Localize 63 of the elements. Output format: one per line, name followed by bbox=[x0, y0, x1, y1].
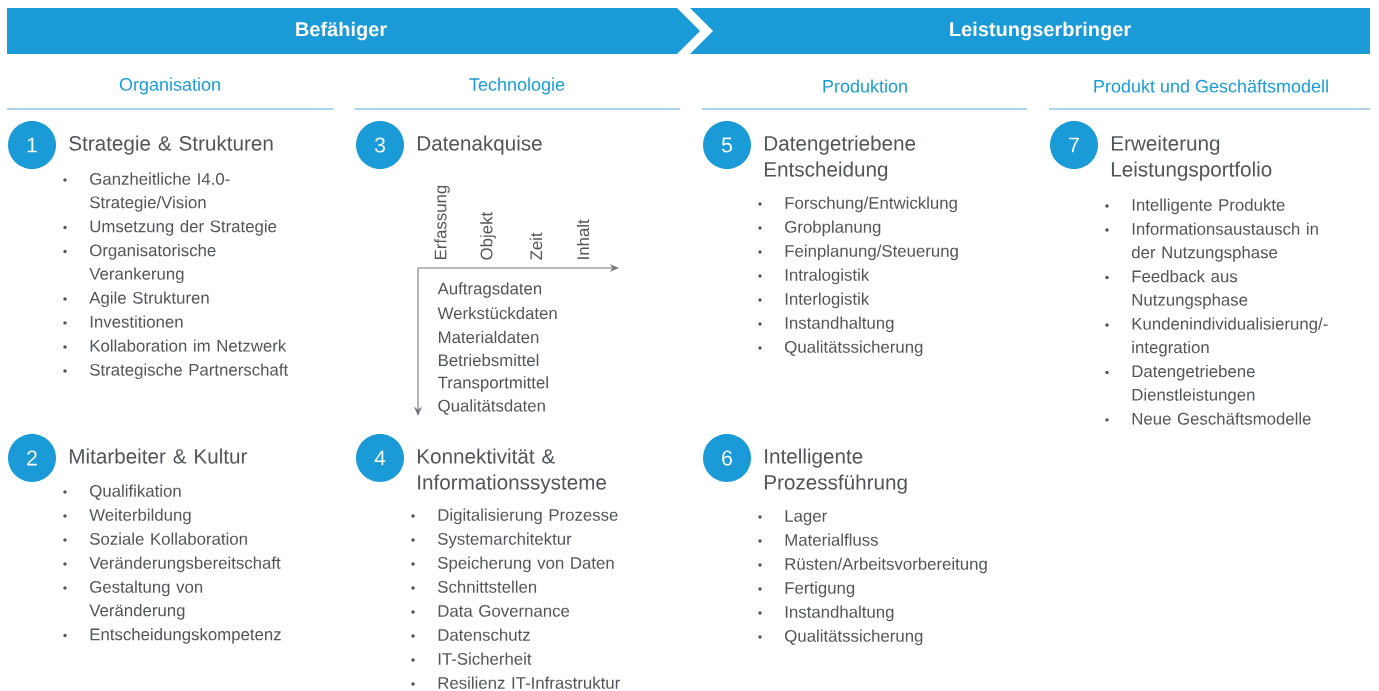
bullet-item: Qualifikation bbox=[63, 484, 181, 500]
bullet-item: Feedback aus Nutzungsphase bbox=[1105, 270, 1248, 310]
bullet-item: Digitalisierung Prozesse bbox=[411, 508, 618, 525]
data-type: Materialdaten bbox=[439, 330, 539, 344]
bullet-item: Umsetzung der Strategie bbox=[63, 220, 277, 236]
bullet-item: Grobplanung bbox=[758, 220, 881, 237]
bullet-item: Intelligente Produkte bbox=[1105, 198, 1285, 215]
bullet-item: Systemarchitektur bbox=[411, 532, 572, 549]
bullet-item: Intralogistik bbox=[758, 268, 870, 285]
column-header: Produktion bbox=[823, 79, 907, 93]
axis-label: Objekt bbox=[480, 212, 496, 260]
bullet-item: Qualitätssicherung bbox=[758, 629, 923, 646]
bullet-item: Entscheidungskompetenz bbox=[63, 628, 281, 644]
chevron-banner: Leistungserbringer bbox=[690, 8, 1370, 54]
bullet-item: Investitionen bbox=[63, 315, 183, 328]
bullet-item: Strategische Partnerschaft bbox=[63, 363, 288, 380]
bullet-item: Materialfluss bbox=[758, 533, 878, 546]
heading: Datenakquise bbox=[417, 135, 542, 155]
bullet-item: IT-Sicherheit bbox=[411, 652, 532, 665]
bullet-item: Forschung/Entwicklung bbox=[758, 196, 957, 213]
bullet-item: Feinplanung/Steuerung bbox=[758, 244, 958, 261]
column-header: Technologie bbox=[469, 77, 565, 95]
chevron-banner: Befähiger bbox=[7, 8, 700, 54]
bullet-item: Data Governance bbox=[411, 604, 570, 617]
data-type: Auftragsdaten bbox=[437, 282, 542, 298]
bullet-item: Speicherung von Daten bbox=[411, 556, 614, 573]
data-type: Transportmittel bbox=[438, 376, 548, 392]
bullet-item: Agile Strukturen bbox=[63, 291, 209, 308]
axis-label: Zeit bbox=[529, 232, 543, 260]
bullet-item: Lager bbox=[758, 510, 827, 526]
bullet-item: Weiterbildung bbox=[63, 508, 191, 525]
column-header: Produkt und Geschäftsmodell bbox=[1094, 79, 1328, 93]
bullet-item: Datengetriebene Dienstleistungen bbox=[1105, 364, 1255, 405]
bullet-item: Instandhaltung bbox=[758, 605, 894, 622]
bullet-item: Instandhaltung bbox=[758, 316, 894, 333]
bullet-item: Qualitätssicherung bbox=[758, 340, 923, 357]
bullet-item: Schnittstellen bbox=[411, 580, 537, 593]
heading: Strategie & Strukturen bbox=[69, 135, 273, 155]
bullet-item: Interlogistik bbox=[758, 292, 870, 309]
bullet-item: Neue Geschäftsmodelle bbox=[1105, 412, 1311, 425]
bullet-item: Ganzheitliche I4.0-Strategie/Vision bbox=[63, 172, 230, 212]
heading: Mitarbeiter & Kultur bbox=[69, 448, 248, 464]
bullet-item: Gestaltung von Veränderung bbox=[63, 580, 203, 620]
axis-label: Erfassung bbox=[434, 185, 450, 259]
axis-label: Inhalt bbox=[576, 219, 590, 259]
bullet-item: Kundenindividualisierung/-integration bbox=[1105, 317, 1328, 357]
column-header: Organisation bbox=[119, 77, 220, 95]
heading: Erweiterung Leistungsportfolio bbox=[1111, 135, 1272, 181]
bullet-item: Rüsten/Arbeitsvorbereitung bbox=[758, 557, 987, 574]
bullet-item: Kollaboration im Netzwerk bbox=[63, 339, 287, 352]
bullet-item: Organisatorische Verankerung bbox=[63, 244, 216, 284]
bullet-item: Soziale Kollaboration bbox=[63, 532, 247, 545]
data-type: Werkstückdaten bbox=[437, 306, 557, 320]
bullet-item: Veränderungsbereitschaft bbox=[63, 556, 281, 573]
data-type: Qualitätsdaten bbox=[438, 399, 545, 415]
bullet-item: Datenschutz bbox=[411, 628, 530, 641]
heading: Datengetriebene Entscheidung bbox=[764, 135, 916, 181]
heading: Konnektivität & Informationssysteme bbox=[417, 448, 606, 494]
heading: Intelligente Prozessführung bbox=[764, 448, 907, 494]
bullet-item: Informationsaustausch in der Nutzungsphase bbox=[1105, 222, 1318, 262]
bullet-item: Fertigung bbox=[758, 581, 855, 598]
data-type: Betriebsmittel bbox=[439, 353, 539, 367]
bullet-item: Resilienz IT-Infrastruktur bbox=[411, 676, 620, 689]
